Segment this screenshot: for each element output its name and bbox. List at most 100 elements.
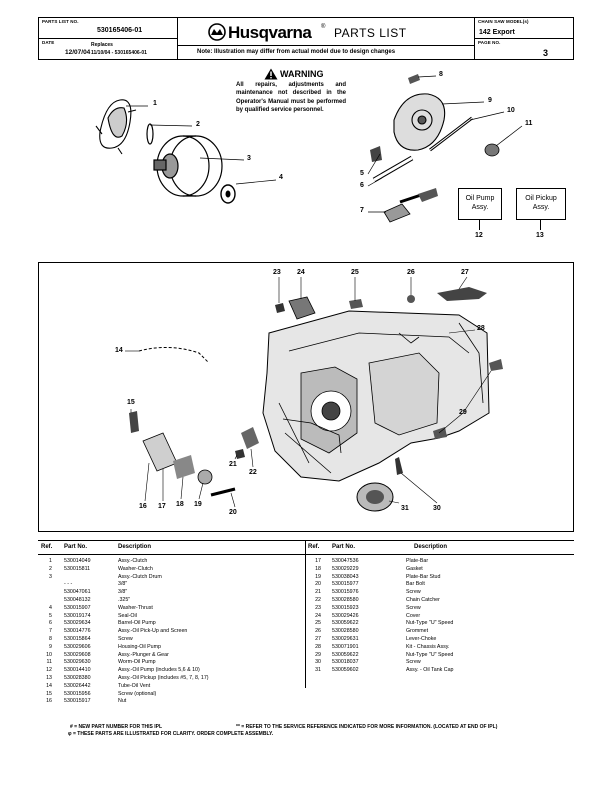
row-ref: 5 [49, 612, 52, 619]
row-part-number: 530029631 [332, 636, 359, 642]
row-part-number: - - - [64, 581, 73, 588]
row-ref: 6 [49, 620, 52, 627]
callout-15: 15 [127, 399, 135, 406]
row-ref: 15 [46, 690, 52, 697]
row-ref: 23 [315, 604, 321, 611]
row-part-number: 530015976 [332, 589, 359, 596]
row-description: Cover [406, 612, 421, 619]
row-part-number: 530015917 [64, 698, 91, 705]
row-description: Nut [118, 698, 127, 705]
row-description: Nut-Type "U" Speed [406, 651, 454, 658]
callout-18: 18 [176, 501, 184, 508]
table-row: 10 530029608 Assy.-Plunger & Gear [38, 652, 574, 660]
table-column-divider [305, 540, 306, 688]
row-ref: 17 [315, 558, 321, 564]
row-part-number: 530059622 [332, 651, 359, 658]
row-part-number: 530059622 [332, 620, 359, 627]
row-part-number: 530047536 [332, 558, 359, 564]
callout-6: 6 [360, 182, 364, 189]
row-part-number: 530071901 [332, 643, 359, 650]
figure-chassis-frame: 23 24 25 26 27 28 14 15 29 21 22 16 17 1… [38, 262, 574, 532]
row-ref: 30 [315, 659, 321, 666]
row-ref: 24 [315, 612, 321, 619]
row-description: .325" [118, 597, 131, 603]
table-row: - - -3/8" [38, 581, 574, 589]
row-ref: 2 [49, 565, 52, 572]
row-ref: 4 [49, 604, 52, 611]
row-part-number: 530029606 [64, 643, 91, 650]
callout-22: 22 [249, 469, 257, 476]
parts-list-title: PARTS LIST [334, 26, 407, 40]
row-description: Kit - Chassis Assy. [406, 643, 450, 650]
row-ref: 29 [315, 651, 321, 658]
brand-cell: Husqvarna ® PARTS LIST [177, 17, 475, 46]
row-ref: 1 [49, 558, 52, 564]
row-part-number: 530015956 [64, 690, 91, 697]
row-description: Housing-Oil Pump [118, 643, 161, 650]
row-description: Nut-Type "U" Speed [406, 620, 454, 627]
row-description: Tube-Oil Vent [118, 682, 151, 689]
replaces-label: Replaces [91, 42, 113, 48]
row-ref: 21 [315, 589, 321, 596]
row-ref: 10 [46, 651, 52, 658]
date-value: 12/07/04 [65, 49, 91, 56]
row-part-number: 530015864 [64, 636, 91, 642]
row-ref: 8 [49, 636, 52, 642]
row-part-number: 530015907 [64, 604, 91, 611]
oil-pickup-kit-leader [540, 220, 541, 230]
row-part-number: 530029608 [64, 651, 91, 658]
row-description: Assy.-Oil Pick-Up and Screen [118, 628, 188, 635]
row-ref: 12 [46, 667, 52, 674]
callout-21: 21 [229, 461, 237, 468]
date-label: DATE [42, 40, 55, 45]
footnote-service-reference: ** = REFER TO THE SERVICE REFERENCE INDI… [236, 724, 498, 730]
oil-pickup-kit-line2: Assy. [532, 204, 550, 211]
row-description: Assy.-Plunger & Gear [118, 651, 169, 658]
row-description: Screw [118, 636, 133, 642]
row-part-number: 530019174 [64, 612, 91, 619]
callout-27: 27 [461, 269, 469, 276]
page-number: 3 [543, 48, 549, 58]
callout-25: 25 [351, 269, 359, 276]
row-ref: 7 [49, 628, 52, 635]
callout-10: 10 [507, 107, 515, 114]
callout-24: 24 [297, 269, 305, 276]
left-description-header: Description [118, 544, 152, 550]
row-part-number: 530059602 [332, 667, 359, 674]
page-label: PAGE NO. [478, 40, 501, 45]
date-cell: DATE 12/07/04 Replaces 11/10/04 - 530165… [38, 38, 178, 60]
right-part-no-header: Part No. [332, 544, 356, 550]
row-description: Screw [406, 604, 421, 611]
row-part-number: 530018037 [332, 659, 359, 666]
row-description: Assy. - Oil Tank Cap [406, 667, 454, 674]
row-part-number: 530015811 [64, 565, 91, 572]
row-description: Screw [406, 659, 421, 666]
oil-pump-kit-line2: Assy. [471, 204, 489, 211]
callout-29: 29 [459, 409, 467, 416]
warning-triangle-icon [264, 68, 278, 80]
row-ref: 13 [46, 675, 52, 681]
left-part-no-header: Part No. [64, 544, 88, 550]
row-description: Screw [406, 589, 421, 596]
warning-text: All repairs, adjustments and maintenance… [236, 82, 346, 113]
oil-pump-kit-box: Oil Pump Assy. [458, 188, 502, 220]
row-description: 3/8" [118, 589, 128, 596]
warning-title: WARNING [280, 69, 324, 79]
callout-26: 26 [407, 269, 415, 276]
row-description: Assy.-Oil Pickup (includes #5, 7, 8, 17) [118, 675, 209, 681]
row-part-number: 530014410 [64, 667, 91, 674]
callout-20: 20 [229, 509, 237, 516]
